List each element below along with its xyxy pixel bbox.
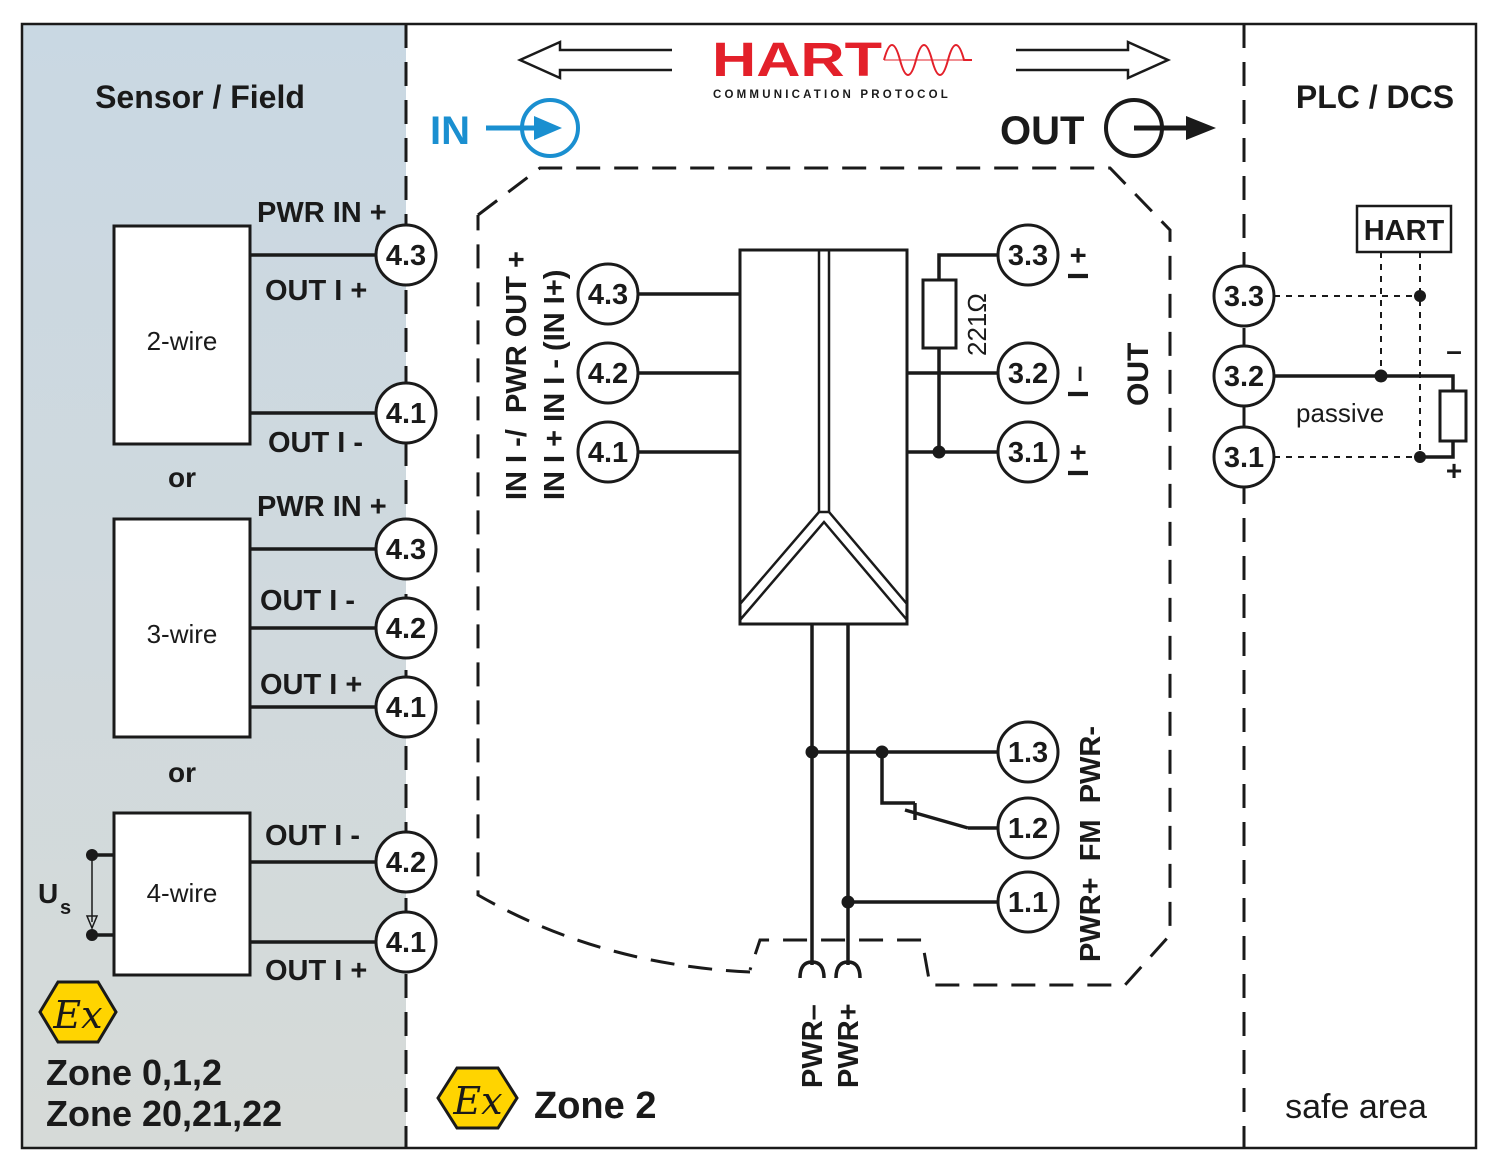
- terminal-plc-3-2: 3.2: [1212, 344, 1276, 408]
- svg-text:4.1: 4.1: [386, 398, 426, 430]
- hart-direction-arrows: [516, 40, 1172, 80]
- module-input-wires: [638, 292, 740, 454]
- terminal-module-4-2: 4.2: [576, 341, 640, 405]
- module-out-label: OUT: [1122, 343, 1155, 406]
- svg-text:1.2: 1.2: [1008, 813, 1048, 845]
- label-out-i-plus-1: OUT I +: [265, 275, 367, 307]
- terminal-pwr-1-2: 1.2: [996, 796, 1060, 860]
- terminal-field-4-3-a: 4.3: [374, 223, 438, 287]
- terminal-field-4-3-b: 4.3: [374, 517, 438, 581]
- svg-text:U: U: [38, 878, 58, 909]
- module-input-labels-line1: IN I -/ PWR OUT +: [501, 251, 533, 500]
- svg-text:3.3: 3.3: [1224, 281, 1264, 313]
- ex-icon-zone2: Ex: [436, 1066, 519, 1130]
- terminal-pwr-1-3: 1.3: [996, 720, 1060, 784]
- us-supply: U s: [38, 849, 114, 941]
- zones-hazard-line1: Zone 0,1,2: [46, 1052, 222, 1093]
- svg-text:1.3: 1.3: [1008, 737, 1048, 769]
- sensor-wires: [250, 253, 376, 944]
- terminal-pwr-1-1: 1.1: [996, 870, 1060, 934]
- svg-text:s: s: [60, 897, 71, 919]
- label-out-i-plus-2: OUT I +: [260, 669, 362, 701]
- module-output-wiring: [907, 253, 998, 459]
- resistor-value: 221Ω: [962, 293, 992, 356]
- isolator-block: [738, 248, 909, 626]
- zones-hazard-line2: Zone 20,21,22: [46, 1093, 282, 1134]
- module-input-labels-line2: IN I + IN I - (IN I+): [539, 270, 571, 500]
- svg-text:4.3: 4.3: [588, 279, 628, 311]
- label-out-i-minus-2: OUT I -: [260, 585, 355, 617]
- or-label-2: or: [168, 757, 196, 788]
- terminal-out-3-3: 3.3: [996, 223, 1060, 287]
- svg-text:3.2: 3.2: [1008, 358, 1048, 390]
- sensor-2-wire-box: [112, 224, 252, 446]
- terminal-field-4-1-c: 4.1: [374, 910, 438, 974]
- label-out-i-plus-3: OUT I +: [265, 955, 367, 987]
- hart-logo: HART COMMUNICATION PROTOCOL: [712, 34, 972, 101]
- svg-text:OUT: OUT: [1000, 109, 1084, 153]
- svg-text:3.3: 3.3: [1008, 240, 1048, 272]
- polarity-3-2: I –: [1063, 366, 1095, 398]
- terminal-plc-3-1: 3.1: [1212, 425, 1276, 489]
- sensor-3-wire-box: [112, 517, 252, 739]
- svg-text:4.1: 4.1: [386, 927, 426, 959]
- plc-minus-label: –: [1446, 335, 1462, 366]
- svg-text:4.3: 4.3: [386, 240, 426, 272]
- label-pwr-in-plus-1: PWR IN +: [257, 197, 387, 229]
- label-out-i-minus-3: OUT I -: [265, 820, 360, 852]
- svg-text:4.1: 4.1: [386, 692, 426, 724]
- plc-title: PLC / DCS: [1296, 79, 1454, 115]
- power-terminal-labels: PWR+ FM PWR-: [1075, 726, 1107, 962]
- safe-area-label: safe area: [1285, 1088, 1427, 1126]
- plc-plus-label: +: [1446, 455, 1462, 486]
- field-title: Sensor / Field: [95, 79, 305, 115]
- terminal-module-4-1: 4.1: [576, 420, 640, 484]
- svg-text:3.2: 3.2: [1224, 361, 1264, 393]
- plc-wiring: [1274, 204, 1468, 463]
- power-wiring: [798, 624, 998, 979]
- out-indicator: OUT: [1000, 98, 1216, 158]
- svg-text:4.3: 4.3: [386, 534, 426, 566]
- pwr-plus-label: PWR+: [833, 1003, 865, 1088]
- svg-text:HART: HART: [712, 34, 882, 87]
- svg-text:Ex: Ex: [52, 993, 102, 1037]
- sensor-3-wire-label: 3-wire: [147, 619, 218, 649]
- outer-frame: [20, 22, 1478, 1150]
- polarity-3-3: I +: [1063, 247, 1095, 280]
- label-out-i-minus-1: OUT I -: [268, 427, 363, 459]
- sensor-4-wire-box: [112, 811, 252, 977]
- svg-text:IN: IN: [430, 109, 470, 153]
- or-label-1: or: [168, 462, 196, 493]
- svg-text:Ex: Ex: [452, 1079, 502, 1123]
- svg-text:4.2: 4.2: [386, 847, 426, 879]
- svg-text:COMMUNICATION PROTOCOL: COMMUNICATION PROTOCOL: [713, 89, 951, 101]
- label-pwr-in-plus-2: PWR IN +: [257, 491, 387, 523]
- pwr-minus-label: PWR–: [797, 1004, 829, 1088]
- terminal-field-4-2-b: 4.2: [374, 596, 438, 660]
- passive-label: passive: [1296, 398, 1384, 428]
- terminal-module-4-3: 4.3: [576, 262, 640, 326]
- terminal-plc-3-3: 3.3: [1212, 264, 1276, 328]
- terminal-field-4-1-b: 4.1: [374, 675, 438, 739]
- module-outline: [477, 166, 1172, 987]
- terminal-out-3-1: 3.1: [996, 420, 1060, 484]
- sensor-4-wire-label: 4-wire: [147, 878, 218, 908]
- ex-icon-hazard: Ex: [38, 980, 118, 1044]
- in-indicator: IN: [430, 98, 580, 158]
- svg-text:3.1: 3.1: [1008, 437, 1048, 469]
- sensor-2-wire-label: 2-wire: [147, 326, 218, 356]
- terminal-field-4-2-c: 4.2: [374, 830, 438, 894]
- plc-hart-box-label: HART: [1364, 215, 1445, 247]
- svg-text:4.1: 4.1: [588, 437, 628, 469]
- terminal-out-3-2: 3.2: [996, 341, 1060, 405]
- polarity-3-1: I +: [1063, 444, 1095, 477]
- terminal-field-4-1-a: 4.1: [374, 381, 438, 445]
- svg-text:4.2: 4.2: [588, 358, 628, 390]
- zone2-label: Zone 2: [534, 1085, 656, 1127]
- svg-text:1.1: 1.1: [1008, 887, 1048, 919]
- svg-text:4.2: 4.2: [386, 613, 426, 645]
- svg-text:3.1: 3.1: [1224, 442, 1264, 474]
